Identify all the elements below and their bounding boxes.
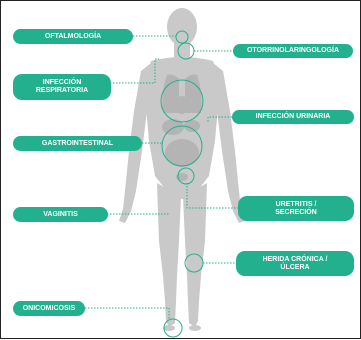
label-vaginitis: VAGINITIS: [13, 207, 108, 222]
label-infeccion-urinaria: INFECCIÓN URINARIA: [232, 110, 354, 124]
heart: [175, 96, 189, 114]
liver: [162, 119, 184, 135]
label-oftalmologia: OFTALMOLOGÍA: [13, 29, 133, 44]
label-otorrinolaringologia: OTORRINOLARINGOLOGÍA: [233, 44, 353, 58]
label-uretritis-secrecion: URETRITIS / SECRECIÓN: [238, 196, 354, 221]
right-foot: [189, 325, 201, 331]
label-herida-cronica-ulcera: HERIDA CRÓNICA / ÚLCERA: [236, 251, 354, 276]
head: [167, 8, 197, 46]
label-onicomicosis: ONICOMICOSIS: [13, 301, 85, 316]
intestines: [165, 139, 199, 167]
label-infeccion-respiratoria: INFECCIÓN RESPIRATORIA: [13, 74, 111, 100]
label-gastrointestinal: GASTROINTESTINAL: [13, 136, 142, 151]
neck: [174, 43, 190, 58]
left-foot: [163, 325, 175, 331]
left-leg: [157, 183, 181, 327]
